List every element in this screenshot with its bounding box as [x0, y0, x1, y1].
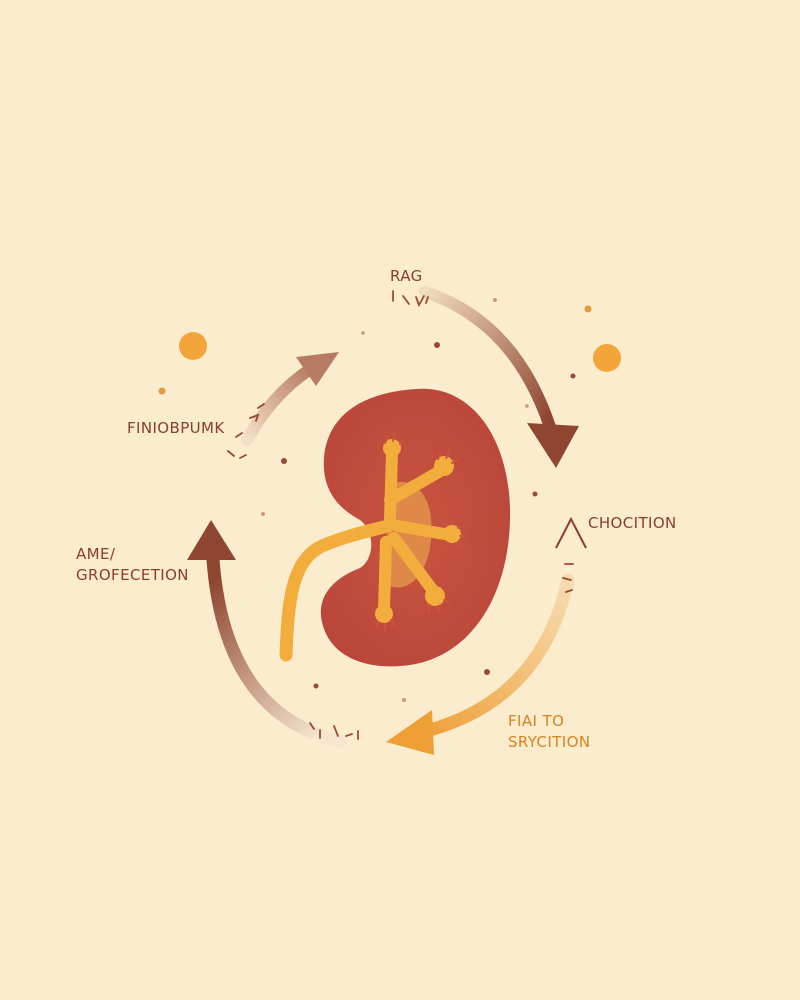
label-right-upper: CHOCITION — [588, 514, 677, 532]
squiggle-marks — [227, 290, 574, 740]
caret-up-icon — [555, 516, 587, 549]
label-right-lower-line2: SRYCITION — [508, 733, 591, 751]
decorative-dots — [158, 298, 621, 702]
arrow-top-right — [419, 286, 579, 468]
label-right-lower: FIAI TO SRYCITION — [508, 711, 590, 753]
label-left-lower: AME/ GROFECETION — [76, 544, 189, 586]
arrow-upper-left — [241, 352, 339, 446]
label-left-lower-line1: AME/ — [76, 545, 116, 563]
arrow-bottom-right — [386, 573, 575, 755]
label-top: RAG — [390, 267, 423, 285]
label-left-upper: FINIOBPUMK — [127, 419, 225, 437]
kidney-icon — [279, 388, 511, 667]
dot-large-left — [179, 332, 207, 360]
dot-large-right — [593, 344, 621, 372]
arrow-left — [187, 520, 347, 748]
label-right-lower-line1: FIAI TO — [508, 712, 565, 730]
label-left-lower-line2: GROFECETION — [76, 566, 189, 584]
